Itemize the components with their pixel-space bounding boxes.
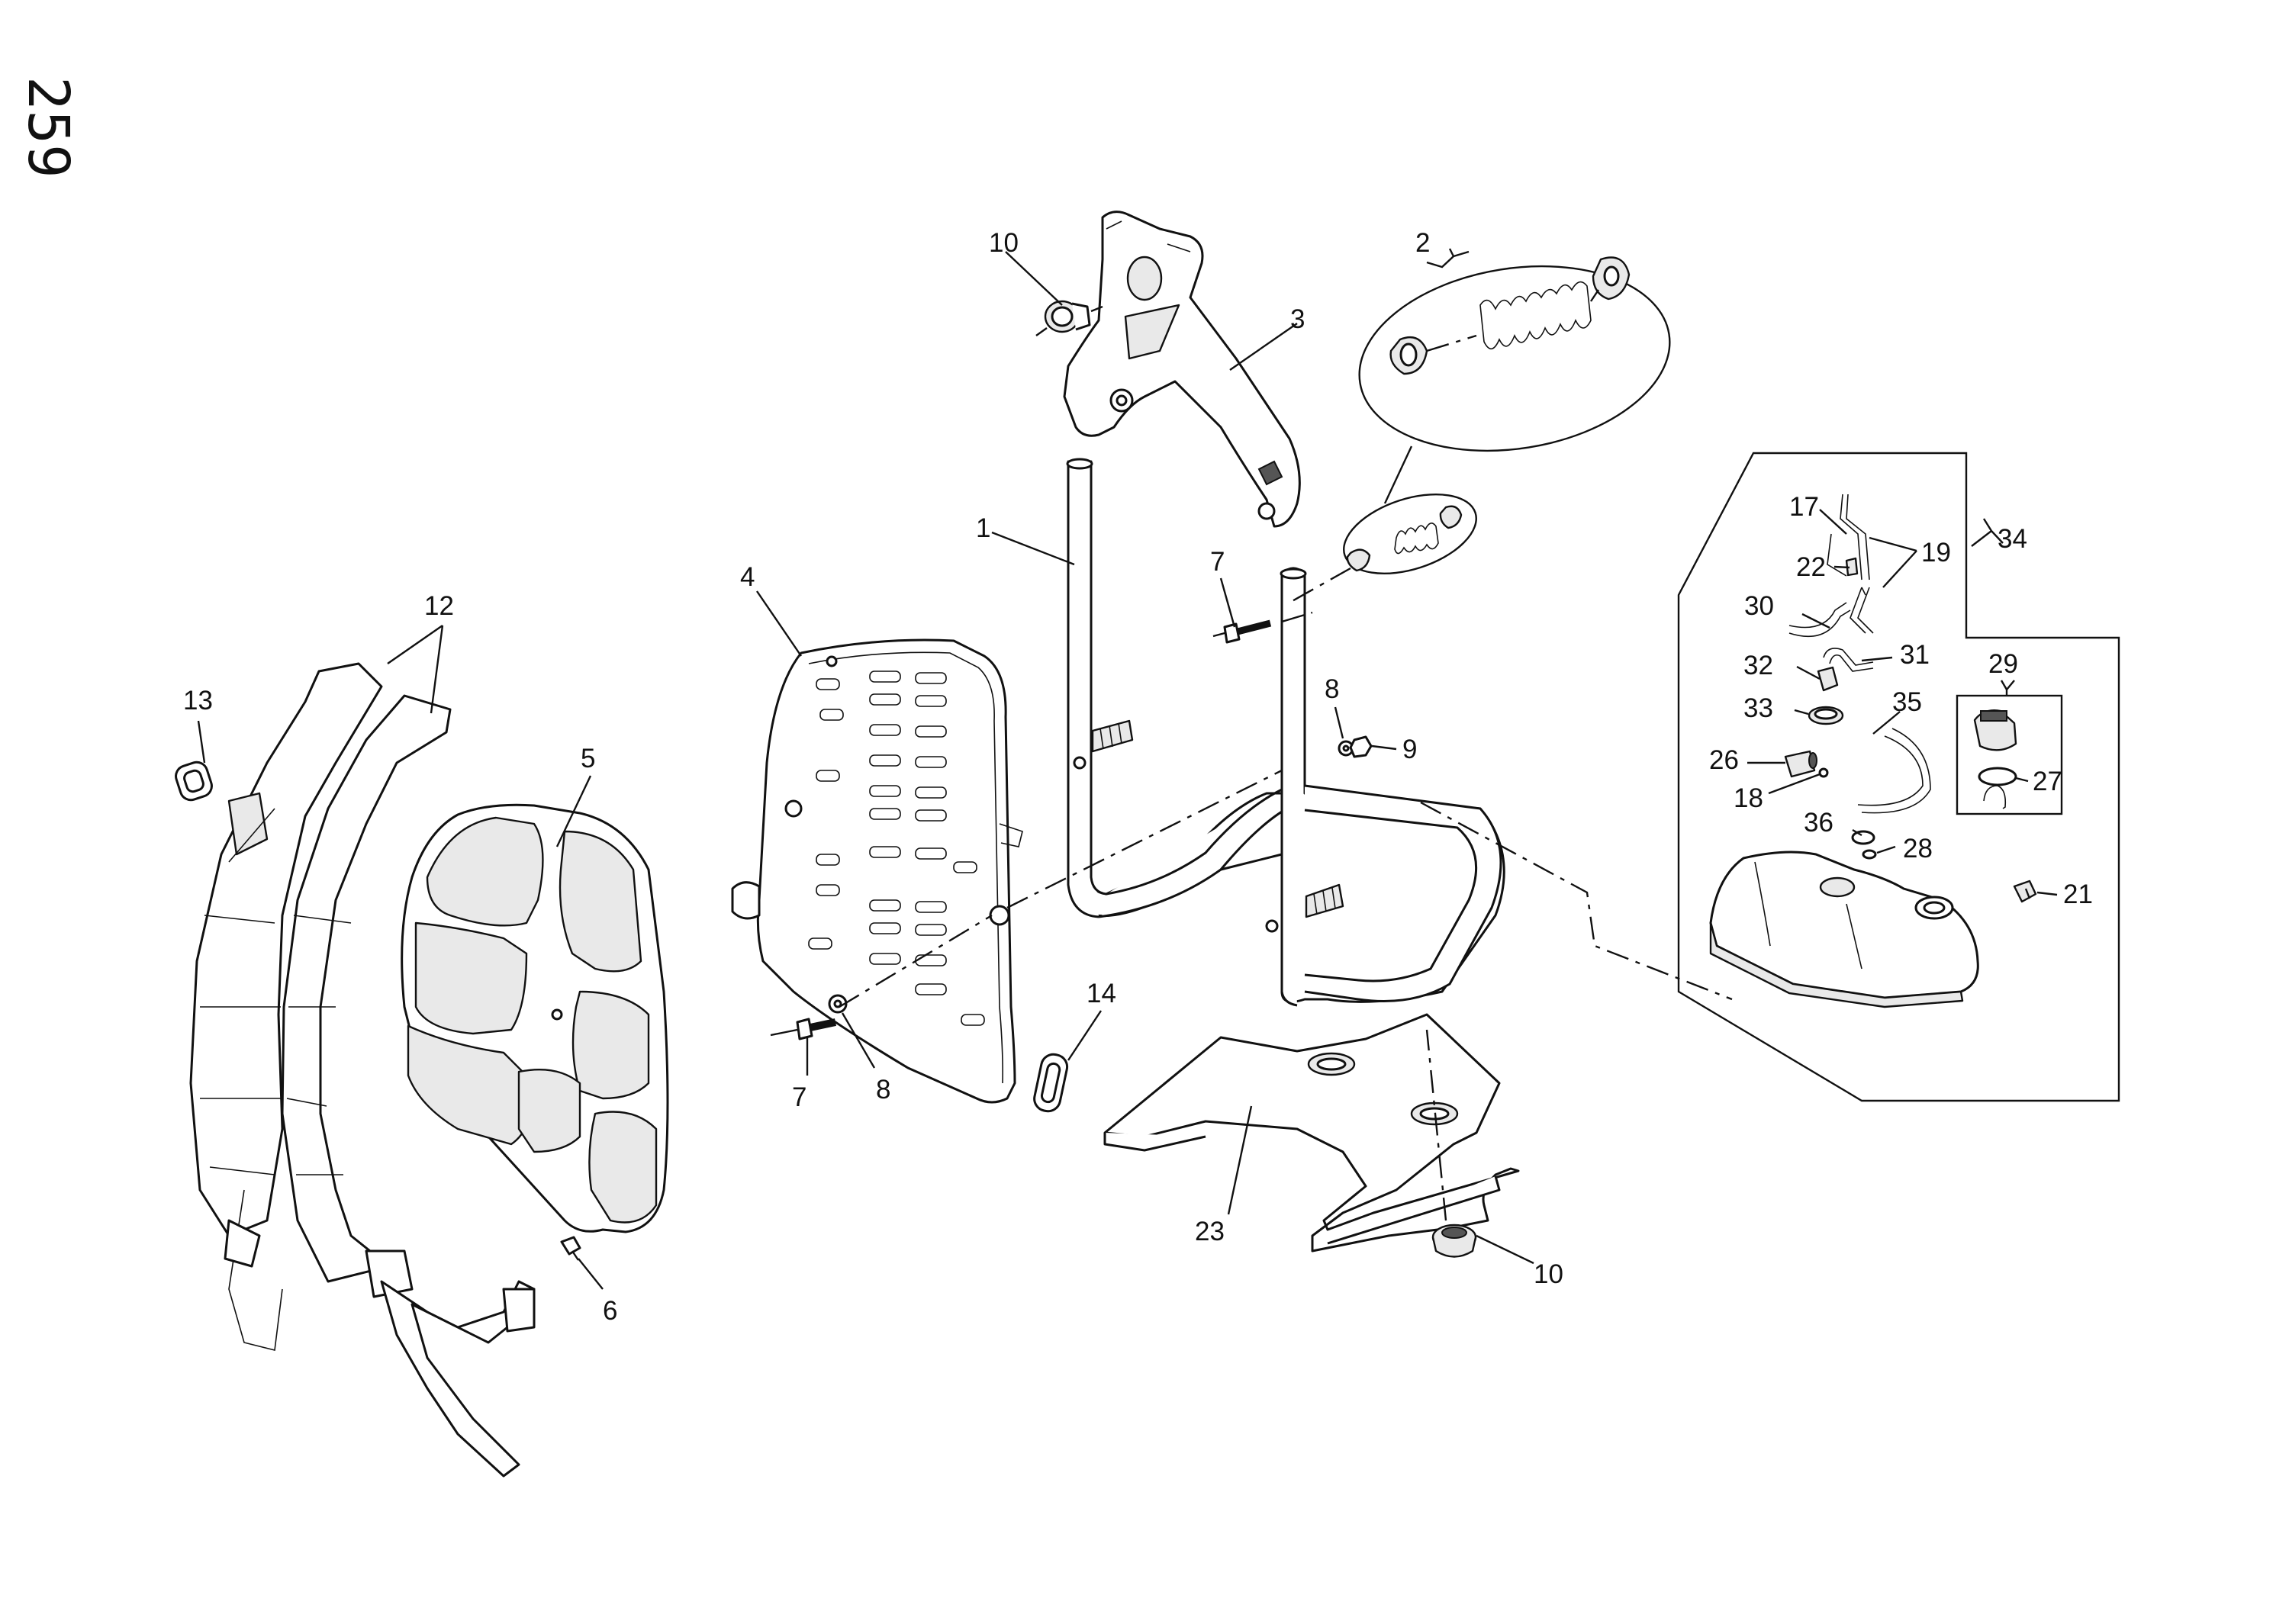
part-3-bracket: [1063, 211, 1301, 528]
part-35-hose: [1857, 728, 1931, 814]
part-10-grommet-upper: [1035, 300, 1103, 336]
callout-10-upper: 10: [989, 228, 1019, 258]
part-17-19-fuel-lines: [1827, 494, 1874, 634]
part-12-shoulder-straps: [189, 662, 536, 1478]
callout-18: 18: [1734, 783, 1763, 813]
callout-17: 17: [1789, 492, 1819, 522]
part-2-spring-assembly: [1343, 256, 1671, 575]
page-number: 259: [15, 76, 81, 178]
spring-upper: [1479, 281, 1592, 350]
callout-3: 3: [1290, 304, 1305, 334]
callout-28: 28: [1903, 834, 1933, 863]
callout-30: 30: [1744, 591, 1774, 621]
callout-22: 22: [1796, 552, 1826, 582]
part-5-back-cushion: [401, 803, 669, 1233]
kit-34-outline: [1677, 452, 2120, 1102]
callout-4: 4: [740, 562, 755, 592]
callout-13: 13: [183, 686, 213, 716]
fuel-tank: [1709, 851, 1979, 1008]
part-14-snap-link: [1033, 1053, 1069, 1113]
part-6-screw: [560, 1236, 581, 1261]
callout-35: 35: [1892, 687, 1922, 717]
part-7-bolt-upper: [1212, 619, 1272, 644]
part-28-plug: [1862, 849, 1877, 860]
callout-27: 27: [2033, 767, 2062, 796]
leader-lines: [197, 248, 2058, 1290]
part-9-nut: [1349, 735, 1373, 758]
part-8-washer-lower: [828, 994, 848, 1014]
callout-12: 12: [424, 591, 454, 621]
back-plate-slots: [808, 671, 985, 1026]
callout-34: 34: [1998, 524, 2027, 554]
callout-32: 32: [1743, 651, 1773, 680]
callout-14: 14: [1087, 979, 1116, 1008]
part-30-hose: [1788, 602, 1851, 638]
part-22-connector: [1845, 557, 1859, 577]
part-31-hose: [1823, 648, 1874, 672]
callout-9: 9: [1402, 735, 1417, 764]
part-18-clamp: [1818, 767, 1829, 778]
callout-labels: 1 2 3 4 5 6 7 7 8 8 9 10 10 12 13 14 17 …: [183, 228, 2093, 1326]
callout-8-upper: 8: [1325, 674, 1339, 704]
callout-26: 26: [1709, 745, 1739, 775]
callout-36: 36: [1804, 808, 1833, 838]
part-23-skid-plate: [1103, 1013, 1520, 1253]
callout-8-lower: 8: [876, 1075, 890, 1105]
callout-2: 2: [1415, 228, 1430, 258]
part-26-filter: [1784, 750, 1817, 778]
callout-6: 6: [603, 1296, 617, 1326]
callout-1: 1: [976, 513, 990, 543]
callout-33: 33: [1743, 693, 1773, 723]
part-33-seal: [1808, 706, 1844, 725]
part-21-vent-valve: [2013, 880, 2037, 903]
callout-7-upper: 7: [1210, 547, 1225, 577]
part-32-valve: [1817, 666, 1839, 692]
callout-19: 19: [1921, 538, 1951, 568]
callout-31: 31: [1900, 640, 1930, 670]
part-7-bolt-lower: [770, 1018, 837, 1040]
part-1-frame-tube: [1066, 458, 1505, 1007]
callout-21: 21: [2063, 880, 2093, 909]
callout-7-lower: 7: [792, 1082, 806, 1112]
part-4-back-plate: [731, 638, 1023, 1104]
callout-23: 23: [1195, 1217, 1225, 1246]
part-13-buckle: [175, 761, 213, 802]
part-29-cap-kit: [1956, 694, 2063, 815]
callout-5: 5: [581, 744, 595, 773]
part-36-grommet: [1851, 830, 1875, 845]
callout-29: 29: [1988, 649, 2018, 679]
callout-10-lower: 10: [1534, 1259, 1563, 1289]
part-10-grommet-lower: [1425, 1029, 1477, 1258]
